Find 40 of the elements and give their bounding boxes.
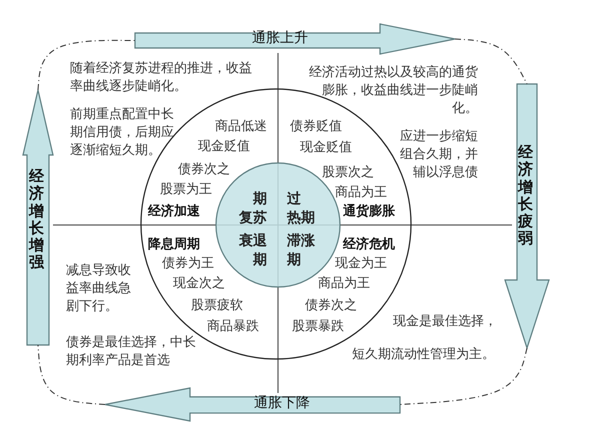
note-text: 短久期流动性管理为主。 xyxy=(352,346,495,364)
arrow-label: 经济增长疲弱 xyxy=(518,144,533,248)
stage-label: 经济加速 xyxy=(148,203,200,221)
stage-label: 经济危机 xyxy=(343,236,395,254)
note-text: 经济活动过热以及较高的通货膨胀，收益曲线进一步陡峭化。 xyxy=(308,64,478,118)
note-text: 随着经济复苏进程的推进，收益率曲线逐步陡峭化。 xyxy=(70,60,253,96)
arrow-label: 经济增长增强 xyxy=(29,168,44,272)
asset-label: 股票暴跌 xyxy=(292,318,344,336)
phase-label: 期复苏 xyxy=(239,190,267,228)
asset-label: 债券为王 xyxy=(162,255,214,273)
asset-label: 现金次之 xyxy=(173,275,225,293)
stage-label: 降息周期 xyxy=(148,236,200,254)
asset-label: 商品低迷 xyxy=(215,118,267,136)
asset-label: 现金为王 xyxy=(335,255,387,273)
dash-dot-connector xyxy=(454,38,528,84)
asset-label: 债券贬值 xyxy=(290,118,342,136)
phase-label: 衰退期 xyxy=(239,232,267,270)
dash-dot-connector xyxy=(38,40,136,90)
asset-label: 现金贬值 xyxy=(300,139,352,157)
asset-label: 商品为王 xyxy=(335,184,387,202)
note-text: 前期重点配置中长期信用债，后期应逐渐缩短久期。 xyxy=(70,106,175,160)
asset-label: 商品暴跌 xyxy=(207,318,259,336)
stage-label: 通货膨胀 xyxy=(343,203,395,221)
asset-label: 商品为王 xyxy=(318,275,370,293)
note-text: 减息导致收益率曲线急剧下行。 xyxy=(66,262,132,316)
phase-label: 滞涨期 xyxy=(287,232,315,270)
asset-label: 现金贬值 xyxy=(198,138,250,156)
arrow-label: 通胀上升 xyxy=(251,30,309,48)
asset-label: 债券次之 xyxy=(305,297,357,315)
dash-dot-connector xyxy=(38,344,106,405)
note-text: 债券是最佳选择，中长期利率产品是首选 xyxy=(66,334,197,370)
phase-label: 过热期 xyxy=(287,190,315,228)
asset-label: 债券次之 xyxy=(178,161,230,179)
asset-label: 股票次之 xyxy=(322,164,374,182)
note-text: 应进一步缩短组合久期，并辅以浮息债 xyxy=(399,128,478,182)
dash-dot-connector xyxy=(400,348,528,405)
arrow-label: 通胀下降 xyxy=(253,395,311,412)
asset-label: 股票为王 xyxy=(160,181,212,199)
note-text: 现金是最佳选择， xyxy=(393,313,497,331)
asset-label: 股票疲软 xyxy=(191,297,243,315)
